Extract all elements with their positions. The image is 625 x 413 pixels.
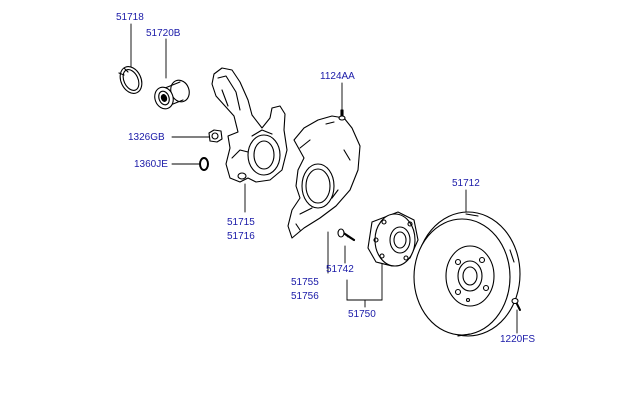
knuckle-51715 <box>211 67 288 183</box>
screw-1124AA <box>338 109 346 121</box>
label-51755: 51755 <box>291 277 319 288</box>
label-51718: 51718 <box>116 12 144 23</box>
brake-disc-51712 <box>413 211 521 337</box>
label-1360JE: 1360JE <box>134 159 168 170</box>
label-51715: 51715 <box>227 217 255 228</box>
label-51716: 51716 <box>227 231 255 242</box>
hub-bolt-51742 <box>337 228 356 242</box>
label-51712: 51712 <box>452 178 480 189</box>
label-1326GB: 1326GB <box>128 132 165 143</box>
bearing-51720B <box>154 79 190 110</box>
label-51750: 51750 <box>348 309 376 320</box>
screw-1220FS <box>511 297 521 311</box>
hub-51750 <box>367 211 419 267</box>
label-1124AA: 1124AA <box>320 71 355 82</box>
label-51756: 51756 <box>291 291 319 302</box>
leader-lines <box>130 23 518 334</box>
nut-1326GB <box>208 129 223 143</box>
washer-1360JE <box>199 157 209 171</box>
label-51742: 51742 <box>326 264 354 275</box>
label-51720B: 51720B <box>146 28 181 39</box>
label-1220FS: 1220FS <box>500 334 536 345</box>
dust-shield-51755 <box>287 115 361 239</box>
snap-ring-51718 <box>118 66 143 94</box>
